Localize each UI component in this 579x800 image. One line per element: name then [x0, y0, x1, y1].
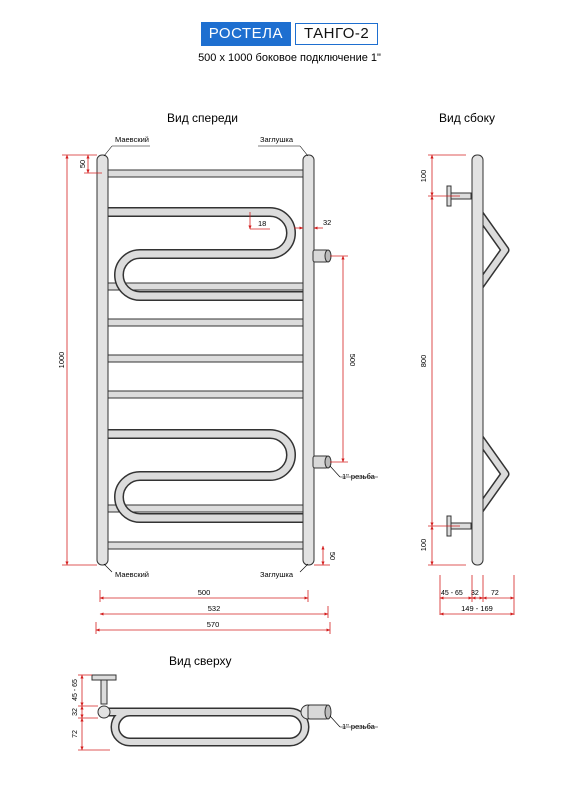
thread-top-label: 1" резьба [342, 722, 376, 731]
front-view-title: Вид спереди [167, 111, 239, 125]
plug-bottom-label: Заглушка [260, 570, 294, 579]
side-dim-72: 72 [491, 590, 499, 597]
mayevsky-top-label: Маевский [115, 135, 149, 144]
top-dimension-values: 45 - 65 32 72 [72, 679, 79, 738]
wall-brackets [446, 185, 472, 537]
dim-500: 500 [198, 588, 211, 597]
side-post [471, 154, 484, 566]
side-view: 100 800 100 45 - 65 32 72 149 - 169 [419, 154, 515, 616]
front-labels: Маевский Заглушка Маевский Заглушка 1" р… [103, 135, 378, 579]
brand-badge: РОСТЕЛА [200, 22, 291, 46]
top-bracket-plate [91, 674, 117, 681]
top-dimensions [78, 674, 110, 751]
subtitle: 500 x 1000 боковое подключение 1" [198, 52, 381, 64]
upper-nozzle [312, 249, 332, 263]
front-dimension-values: 1000 50 500 50 18 32 500 532 570 [57, 160, 357, 629]
rail [103, 169, 307, 178]
upper-coil [99, 207, 311, 301]
top-dim-32: 32 [72, 708, 79, 716]
side-dim-149-169: 149 - 169 [461, 604, 493, 613]
dim-50-bottom: 50 [328, 552, 337, 560]
front-dimensions [62, 154, 348, 634]
side-coils [473, 207, 510, 517]
dim-50-top: 50 [78, 160, 87, 168]
rail [103, 541, 307, 550]
side-dimensions [428, 154, 515, 616]
front-view: Маевский Заглушка Маевский Заглушка 1" р… [57, 135, 378, 634]
plug-top-label: Заглушка [260, 135, 294, 144]
rail [103, 504, 307, 513]
right-post [302, 154, 315, 566]
rail [103, 354, 307, 363]
side-dimension-values: 100 800 100 45 - 65 32 72 149 - 169 [419, 170, 499, 613]
dim-570: 570 [207, 620, 220, 629]
top-bracket [91, 674, 117, 705]
left-post [96, 154, 109, 566]
side-view-title: Вид сбоку [439, 111, 495, 125]
top-bracket-arm [100, 679, 108, 705]
dim-500-vertical: 500 [348, 354, 357, 367]
side-dim-100-bottom: 100 [419, 539, 428, 552]
rail [103, 390, 307, 399]
header: РОСТЕЛА ТАНГО-2 500 x 1000 боковое подкл… [0, 22, 579, 64]
rail [103, 282, 307, 291]
top-dim-45-65: 45 - 65 [72, 679, 79, 701]
thread-front-label: 1" резьба [342, 472, 376, 481]
top-view-title: Вид сверху [169, 654, 232, 668]
rail [103, 318, 307, 327]
dim-1000: 1000 [57, 352, 66, 369]
top-post-left [97, 705, 111, 719]
side-dim-32: 32 [471, 590, 479, 597]
top-view: 1" резьба 45 - 65 32 72 [72, 674, 378, 751]
rails [103, 169, 307, 550]
lower-nozzle [312, 455, 332, 469]
side-dim-100-top: 100 [419, 170, 428, 183]
top-dim-72: 72 [72, 730, 79, 738]
dim-32: 32 [323, 218, 331, 227]
top-coil [99, 707, 310, 747]
dim-18: 18 [258, 219, 266, 228]
top-thread-callout: 1" резьба [329, 715, 378, 731]
lower-coil [99, 429, 311, 523]
model-badge: ТАНГО-2 [294, 23, 379, 45]
side-dim-45-65: 45 - 65 [441, 590, 463, 597]
brand-row: РОСТЕЛА ТАНГО-2 [0, 22, 579, 46]
top-nozzle [300, 704, 332, 720]
dim-532: 532 [208, 604, 221, 613]
mayevsky-bottom-label: Маевский [115, 570, 149, 579]
side-dim-800: 800 [419, 355, 428, 368]
